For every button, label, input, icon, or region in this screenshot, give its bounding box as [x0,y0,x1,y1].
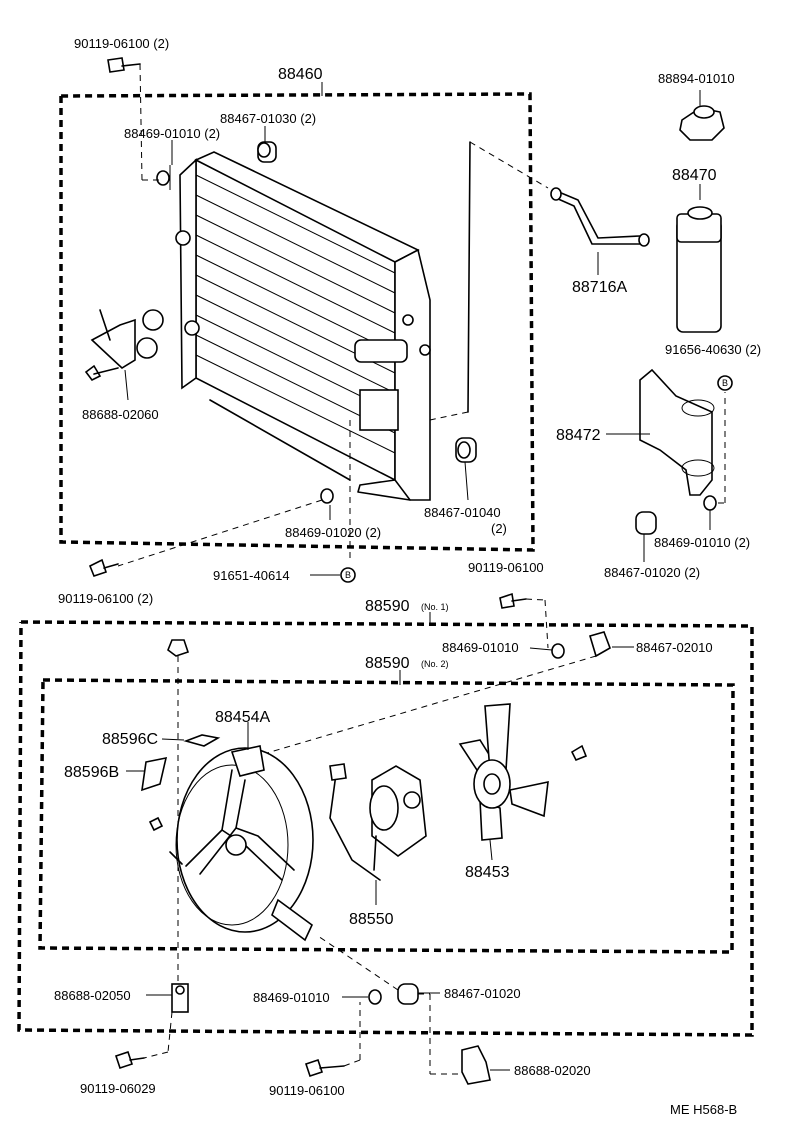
receiver-bracket-part [639,368,715,496]
bracket-left-part [84,309,164,382]
label-bracket-fan-left: 88688-02050 [54,988,131,1003]
washer-fan-bottom-part [368,989,382,1005]
label-tube: 88716A [572,279,627,296]
leader-lines [124,82,711,1071]
label-bolt-fan-bottom-left: 90119-06029 [80,1081,156,1096]
receiver-part [676,206,722,333]
washer-top-part [156,165,171,190]
label-ref-code: ME H568-B [670,1102,737,1117]
label-cushion-right-b: (2) [491,521,507,536]
label-seal-c: 88596C [102,731,158,748]
seal-b-part [141,756,168,792]
bolt-fan-bottom-left-part [114,1050,145,1070]
fan-no1-group-frame [17,620,754,1037]
cushion-right-part [455,437,477,463]
label-screw-b-right: 91656-40630 (2) [665,342,761,357]
cushion-right-c-part [635,511,657,535]
nut-fan-top-part [167,639,190,985]
circle-b-main [340,567,356,583]
seal-c-part [183,734,221,747]
washer-fan-part [551,643,565,659]
condenser-group-frame [59,92,535,552]
fan-part [458,703,588,841]
label-fan-assy-no1: 88590 [365,598,410,615]
label-cushion-fan-bottom: 88467-01020 [444,986,521,1001]
label-fan-assy-no1-sub: (No. 1) [421,602,449,612]
label-circle-b-right: B [722,378,728,388]
label-cushion-top: 88467-01030 (2) [220,111,316,126]
label-bolt-bottom-left: 90119-06100 (2) [58,591,153,606]
label-washer-top: 88469-01010 (2) [124,126,220,141]
shroud-part [169,745,314,942]
label-fan-assy-no2: 88590 [365,655,410,672]
label-bolt-top-left: 90119-06100 (2) [74,36,169,51]
label-bolt-fan-top: 90119-06100 [468,560,544,575]
label-seal-b: 88596B [64,764,119,781]
label-fan-assy-no2-sub: (No. 2) [421,659,449,669]
label-receiver: 88470 [672,167,717,184]
cushion-fan-part [249,631,611,759]
label-washer-right: 88469-01010 (2) [654,535,750,550]
label-screw-b-main: 91651-40614 [213,568,290,583]
cushion-top-part [257,141,277,163]
label-cushion-fan: 88467-02010 [636,640,713,655]
label-bracket-left: 88688-02060 [82,407,159,422]
bolt-fan-top-part [499,592,549,649]
bolt-top-left-part [107,57,160,181]
fan-no2-group-frame [38,678,735,954]
label-cushion-right-a: 88467-01040 [424,505,501,520]
tube-part [429,141,650,421]
label-receiver-bracket: 88472 [556,427,601,444]
bracket-fan-left-part [143,983,189,1059]
washer-bottom-part [320,488,334,504]
circle-b-right [717,375,733,391]
bolt-bottom-left-part [88,558,119,577]
label-bolt-fan-bottom: 90119-06100 [269,1083,345,1098]
label-motor: 88550 [349,911,394,928]
group-frames [17,92,754,1037]
motor-part [329,763,427,881]
sensor-cap-part [679,105,725,141]
label-washer-fan: 88469-01010 [442,640,519,655]
cushion-fan-bottom-part [317,935,462,1075]
label-cushion-right-c: 88467-01020 (2) [604,565,700,580]
label-condenser-assy: 88460 [278,66,323,83]
screw-left-part [148,816,164,832]
label-circle-b-main: B [345,570,351,580]
label-fan: 88453 [465,864,510,881]
bracket-fan-bottom-part [461,1045,491,1085]
label-bracket-fan-bottom: 88688-02020 [514,1063,591,1078]
condenser [175,151,431,501]
label-sensor-cap: 88894-01010 [658,71,735,86]
label-washer-bottom: 88469-01020 (2) [285,525,381,540]
label-washer-fan-bottom: 88469-01010 [253,990,330,1005]
part-labels: 90119-06100 (2) 88460 88467-01030 (2) 88… [54,36,761,1117]
label-shroud: 88454A [215,709,270,726]
bolt-fan-bottom-part [304,1002,361,1078]
